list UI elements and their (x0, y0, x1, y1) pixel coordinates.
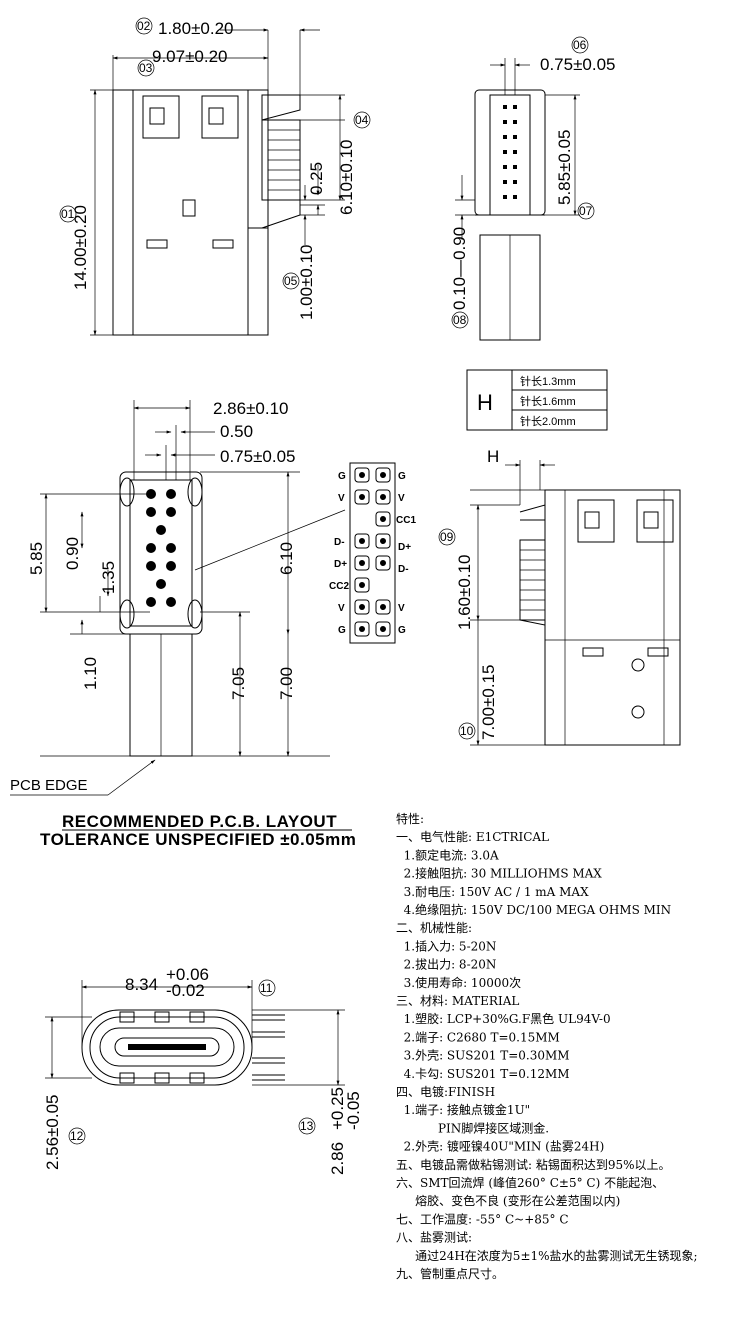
spec-line: 九、管制重点尺寸。 (396, 1266, 504, 1281)
front-view-bottom: 8.34 +0.06 -0.02 2.56±0.05 2.86 +0.25 -0… (43, 965, 363, 1175)
dim-1-60: 1.60±0.10 (455, 554, 474, 630)
spec-line: 2.拔出力: 8-20N (396, 957, 496, 972)
spec-line: 三、材料: MATERIAL (396, 994, 519, 1008)
dim-1-00: 1.00±0.10 (297, 244, 316, 320)
pin-label: V (398, 603, 405, 614)
pin-length-row: 针长1.3mm (520, 374, 576, 388)
dim-9-07: 9.07±0.20 (152, 47, 228, 66)
side-h-label: H (487, 447, 499, 466)
spec-line: 一、电气性能: E1CTRICAL (396, 829, 549, 844)
layout-title: RECOMMENDED P.C.B. LAYOUT (62, 812, 337, 831)
callout-10: 10 (460, 724, 474, 738)
pin-table-h: H (477, 390, 493, 415)
spec-line: 特性: (396, 811, 424, 826)
spec-line: 1.塑胶: LCP+30%G.F黑色 UL94V-0 (396, 1011, 611, 1026)
pin-label: V (338, 603, 345, 614)
tol2-down: -0.05 (344, 1091, 363, 1130)
pin-label: D+ (398, 542, 411, 553)
pcb-edge-label: PCB EDGE (10, 777, 88, 794)
callout-05: 05 (284, 274, 298, 288)
top-right-view: 0.75±0.05 5.85±0.05 0.10—0.90 06 07 08 (450, 36, 616, 341)
dim-0-75: 0.75±0.05 (540, 55, 616, 74)
dim-0-10-0-90: 0.10—0.90 (450, 227, 469, 310)
dim-1-35: 1.35 (99, 561, 118, 594)
pin-label: CC2 (329, 581, 349, 592)
tolerance-note: TOLERANCE UNSPECIFIED ±0.05mm (40, 830, 356, 849)
spec-line: PIN脚焊接区域测金. (396, 1120, 549, 1135)
spec-line: 七、工作温度: -55° C~+85° C (396, 1211, 569, 1226)
spec-notes: 特性: 一、电气性能: E1CTRICAL 1.额定电流: 3.0A 2.接触阻抗… (396, 811, 698, 1281)
tol-down: -0.02 (166, 981, 205, 1000)
callout-08: 08 (453, 313, 467, 327)
pin-label: G (398, 471, 406, 482)
spec-line: 通过24H在浓度为5±1%盐水的盐雾测试无生锈现象; (396, 1248, 698, 1263)
dim-6-10-layout: 6.10 (277, 542, 296, 575)
dim-2-56: 2.56±0.05 (43, 1094, 62, 1170)
dim-1-10: 1.10 (81, 657, 100, 690)
pin-label: G (398, 625, 406, 636)
pin-label: G (338, 471, 346, 482)
dim-14-00: 14.00±0.20 (71, 205, 90, 290)
pin-length-table: H 针长1.3mm 针长1.6mm 针长2.0mm (466, 369, 608, 431)
spec-line: 1.额定电流: 3.0A (396, 847, 499, 862)
pin-length-row: 针长2.0mm (520, 414, 576, 428)
side-view-right: H 1.60±0.10 7.00±0.15 09 10 (438, 447, 681, 746)
dim-8-34: 8.34 (125, 975, 158, 994)
callout-02: 02 (137, 19, 151, 33)
callout-12: 12 (70, 1129, 84, 1143)
dim-7-00-side: 7.00±0.15 (479, 664, 498, 740)
pin-label: G (338, 625, 346, 636)
spec-line: 4.卡勾: SUS201 T=0.12MM (396, 1067, 570, 1081)
spec-line: 四、电镀:FINISH (396, 1085, 495, 1099)
callout-11: 11 (260, 981, 273, 995)
dim-0-75-pitch: 0.75±0.05 (220, 447, 296, 466)
spec-line: 二、机械性能: (396, 920, 472, 935)
dim-5-85: 5.85±0.05 (555, 129, 574, 205)
spec-line: 2.端子: C2680 T=0.15MM (396, 1030, 560, 1044)
spec-line: 五、电镀品需做粘锡测试: 粘锡面积达到95%以上。 (396, 1157, 671, 1172)
callout-07: 07 (579, 204, 593, 218)
spec-line: 1.插入力: 5-20N (396, 939, 496, 953)
spec-line: 3.使用寿命: 10000次 (396, 975, 521, 990)
tol2-up: +0.25 (328, 1087, 347, 1130)
dim-6-10: 6.10±0.10 (337, 139, 356, 215)
dim-7-00: 7.00 (277, 667, 296, 700)
tol-up: +0.06 (166, 965, 209, 984)
dim-0-90: 0.90 (63, 537, 82, 570)
pin-label: CC1 (396, 515, 416, 526)
pinout-diagram: G V D- D+ CC2 V G G V CC1 D+ D- V G (329, 462, 416, 644)
pin-label: D- (334, 537, 345, 548)
top-left-view: 1.80±0.20 9.07±0.20 14.00±0.20 6.10±0.10… (59, 17, 371, 336)
dim-7-05: 7.05 (229, 667, 248, 700)
dim-0-50: 0.50 (220, 422, 253, 441)
spec-line: 2.接触阻抗: 30 MILLIOHMS MAX (396, 866, 602, 881)
callout-09: 09 (440, 530, 454, 544)
dim-1-80: 1.80±0.20 (158, 19, 234, 38)
pin-label: D- (398, 564, 409, 575)
spec-line: 熔胶、变色不良 (变形在公差范围以内) (396, 1193, 620, 1208)
pcb-layout-view: 2.86±0.10 0.50 0.75±0.05 5.85 0.90 1.35 … (10, 399, 356, 849)
dim-2-86: 2.86±0.10 (213, 399, 289, 418)
spec-line: 4.绝缘阻抗: 150V DC/100 MEGA OHMS MIN (396, 902, 671, 917)
dim-2-86-front: 2.86 (328, 1142, 347, 1175)
callout-06: 06 (573, 38, 587, 52)
callout-03: 03 (139, 61, 153, 75)
callout-13: 13 (300, 1119, 314, 1133)
pin-label: D+ (334, 559, 347, 570)
spec-line: 1.端子: 接触点镀金1U" (396, 1102, 530, 1117)
spec-line: 八、盐雾测试: (396, 1230, 472, 1245)
pin-label: V (338, 493, 345, 504)
spec-line: 六、SMT回流焊 (峰值260° C±5° C) 不能起泡、 (396, 1175, 664, 1190)
pin-length-row: 针长1.6mm (520, 394, 576, 408)
spec-line: 3.耐电压: 150V AC / 1 mA MAX (396, 885, 589, 899)
callout-01: 01 (61, 207, 75, 221)
pin-label: V (398, 493, 405, 504)
callout-04: 04 (355, 113, 369, 127)
spec-line: 3.外壳: SUS201 T=0.30MM (396, 1049, 570, 1063)
spec-line: 2.外壳: 镀哑镍40U"MIN (盐雾24H) (396, 1140, 604, 1154)
dim-5-85-layout: 5.85 (27, 542, 46, 575)
dim-0-25: 0.25 (307, 162, 326, 195)
